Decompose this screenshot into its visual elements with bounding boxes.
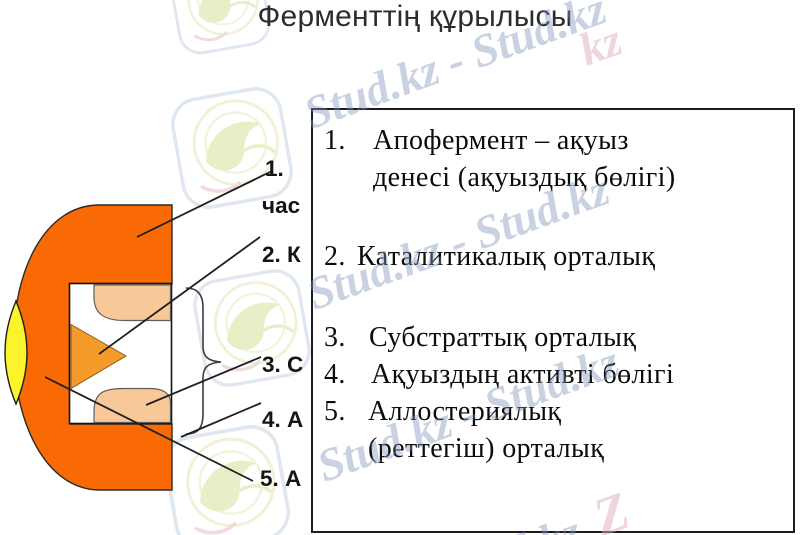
item-text: Апофермент – ақуыз	[373, 125, 629, 156]
item-text: денесі (ақуыздық бөлігі)	[373, 162, 676, 193]
allosteric-center-shape	[4, 299, 28, 406]
pointer-label-1b: час	[262, 193, 300, 218]
item-text: Каталитикалық орталық	[357, 241, 656, 272]
pointer-label-1: 1.	[265, 156, 284, 181]
active-region-brace	[185, 287, 222, 435]
definitions-panel: 1. Апофермент – ақуыз денесі (ақуыздық б…	[311, 108, 795, 533]
panel-item-5: 5. Аллостериялық (реттегіш) орталық	[313, 393, 793, 467]
pointer-label-3: 3. С	[262, 352, 303, 377]
item-text: Субстраттық орталық	[369, 322, 637, 353]
item-number: 4.	[324, 359, 346, 390]
panel-item-4: 4. Ақуыздың активті бөлігі	[313, 356, 793, 393]
pointer-line-2	[98, 236, 261, 355]
item-number: 3.	[324, 322, 346, 353]
pointer-line-1	[136, 170, 273, 238]
item-text: Ақуыздың активті бөлігі	[371, 359, 675, 390]
item-number: 1.	[324, 125, 346, 156]
item-number: 5.	[324, 396, 346, 427]
pointer-label-2: 2. К	[262, 242, 301, 267]
panel-item-1: 1. Апофермент – ақуыз денесі (ақуыздық б…	[313, 122, 793, 196]
substrate-pocket-bottom	[93, 387, 172, 424]
item-number: 2.	[324, 241, 346, 272]
item-text: (реттегіш) орталық	[368, 433, 605, 464]
page-title: Ферменттің құрылысы	[257, 0, 573, 33]
catalytic-center-triangle	[70, 323, 127, 390]
panel-item-2: 2. Каталитикалық орталық	[313, 238, 793, 275]
substrate-pocket-top	[93, 284, 172, 322]
pointer-line-4	[180, 402, 262, 438]
pointer-label-4: 4. А	[262, 407, 303, 432]
item-text: Аллостериялық	[368, 396, 562, 427]
pointer-label-5: 5. А	[260, 466, 301, 491]
panel-item-3: 3. Субстраттық орталық	[313, 319, 793, 356]
